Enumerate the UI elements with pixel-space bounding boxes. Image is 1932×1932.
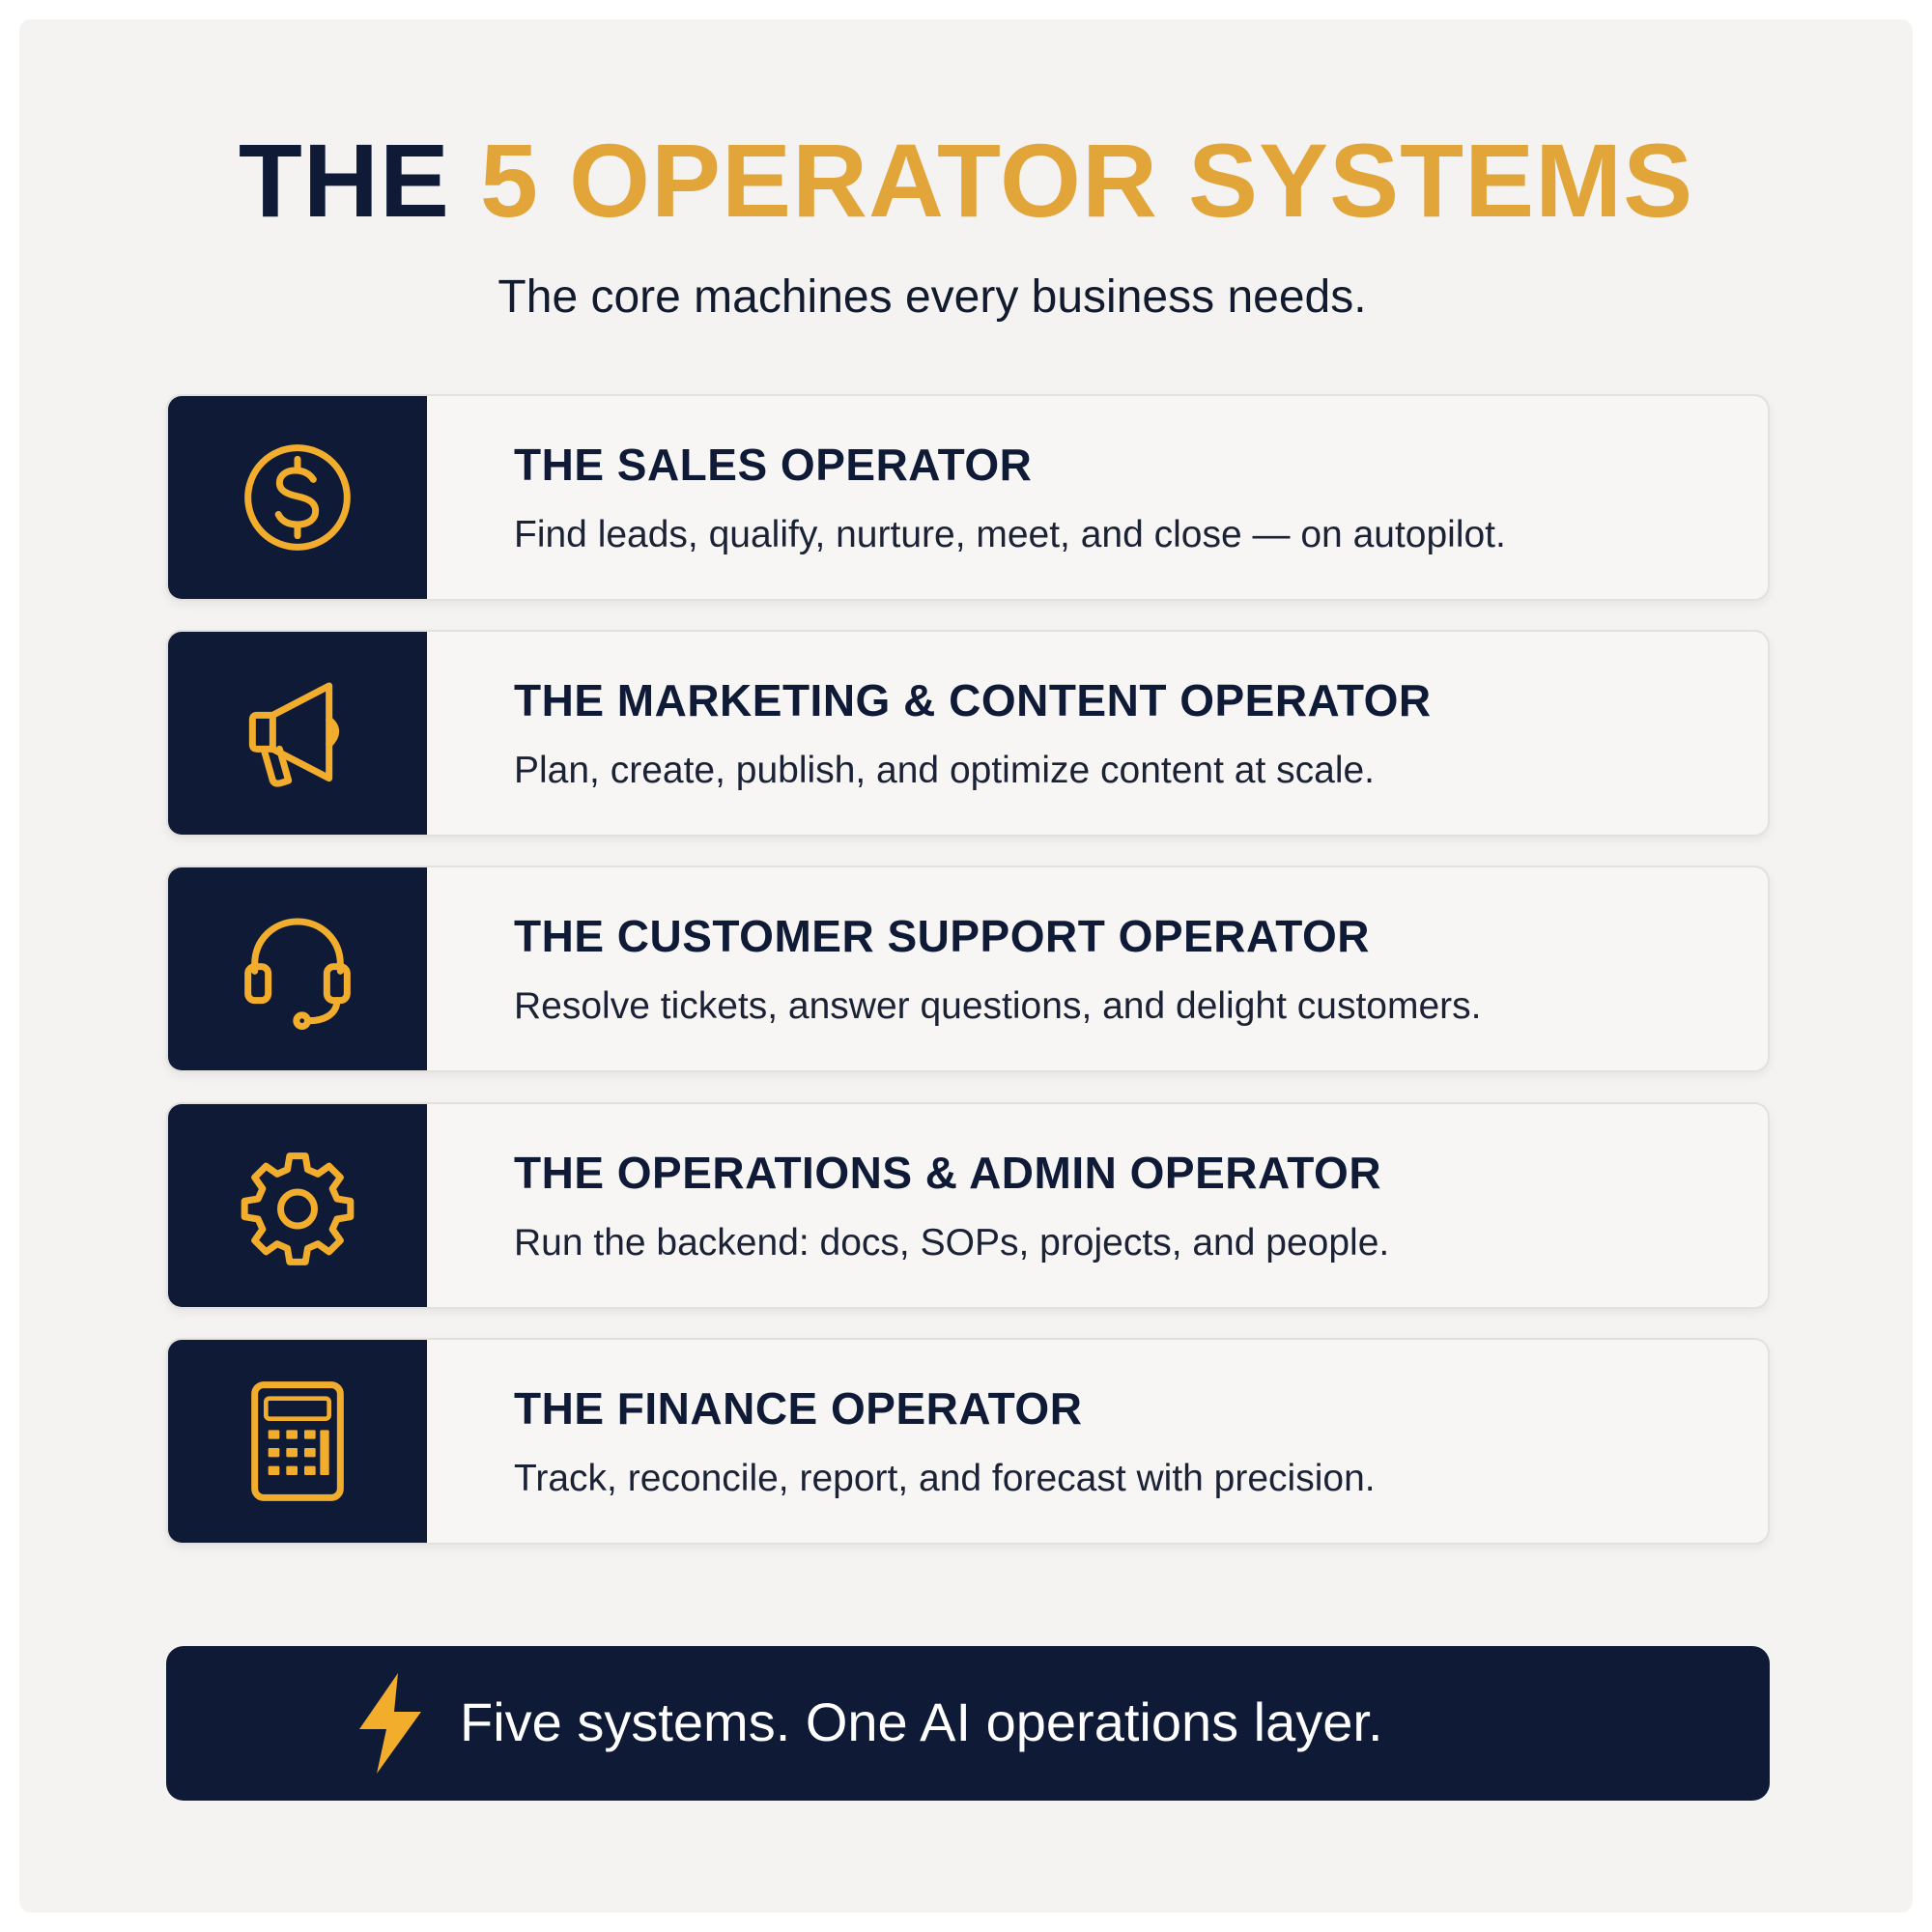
system-card-finance: THE FINANCE OPERATOR Track, reconcile, r…: [166, 1338, 1770, 1545]
page-title: THE 5 OPERATOR SYSTEMS: [0, 122, 1932, 239]
footer-banner: Five systems. One AI operations layer.: [166, 1646, 1770, 1801]
lightning-bolt-icon: [359, 1673, 421, 1774]
system-card-sales: THE SALES OPERATOR Find leads, qualify, …: [166, 394, 1770, 601]
icon-tile: [168, 1104, 427, 1307]
title-accent: 5 OPERATOR SYSTEMS: [479, 122, 1694, 239]
system-title: THE OPERATIONS & ADMIN OPERATOR: [514, 1148, 1382, 1198]
megaphone-icon: [248, 682, 340, 787]
system-title: THE FINANCE OPERATOR: [514, 1383, 1083, 1434]
system-description: Plan, create, publish, and optimize cont…: [514, 750, 1376, 791]
system-card-marketing: THE MARKETING & CONTENT OPERATOR Plan, c…: [166, 630, 1770, 837]
title-prefix: THE: [238, 122, 480, 239]
system-card-operations: THE OPERATIONS & ADMIN OPERATOR Run the …: [166, 1102, 1770, 1309]
page-subtitle: The core machines every business needs.: [497, 271, 1367, 323]
gear-icon: [241, 1152, 355, 1265]
system-title: THE CUSTOMER SUPPORT OPERATOR: [514, 911, 1371, 961]
headset-icon: [244, 918, 351, 1030]
system-description: Run the backend: docs, SOPs, projects, a…: [514, 1222, 1390, 1264]
system-description: Find leads, qualify, nurture, meet, and …: [514, 514, 1506, 555]
icon-tile: [168, 867, 427, 1070]
system-description: Resolve tickets, answer questions, and d…: [514, 985, 1482, 1027]
system-title: THE MARKETING & CONTENT OPERATOR: [514, 675, 1432, 725]
system-description: Track, reconcile, report, and forecast w…: [514, 1458, 1376, 1499]
footer-text: Five systems. One AI operations layer.: [460, 1691, 1383, 1752]
icon-tile: [168, 632, 427, 835]
system-title: THE SALES OPERATOR: [514, 440, 1033, 490]
icon-tile: [168, 396, 427, 599]
calculator-icon: [251, 1381, 344, 1501]
icon-tile: [168, 1340, 427, 1543]
system-card-support: THE CUSTOMER SUPPORT OPERATOR Resolve ti…: [166, 866, 1770, 1072]
dollar-icon: [244, 444, 351, 551]
